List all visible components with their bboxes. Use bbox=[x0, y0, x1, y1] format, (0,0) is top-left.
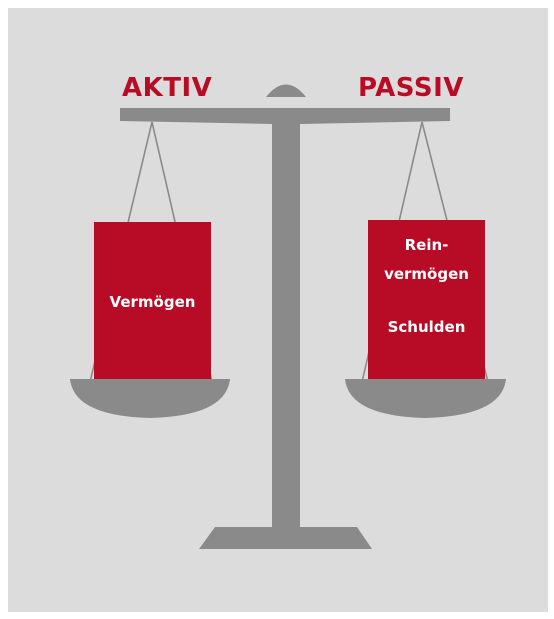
reinvermoegen-line2: vermögen bbox=[384, 265, 469, 283]
scale-base bbox=[199, 527, 372, 549]
right-pan bbox=[345, 379, 506, 418]
left-pan bbox=[70, 379, 230, 418]
scale-beam bbox=[120, 108, 450, 124]
reinvermoegen-line1: Rein- bbox=[404, 236, 449, 254]
left-box-vermoegen bbox=[94, 222, 211, 380]
vermoegen-text: Vermögen bbox=[109, 293, 196, 311]
aktiv-label: AKTIV bbox=[122, 73, 213, 103]
scale-pole bbox=[272, 118, 300, 528]
schulden-text: Schulden bbox=[387, 318, 466, 336]
right-box-passiv bbox=[368, 220, 485, 380]
scale-knob bbox=[266, 84, 306, 97]
passiv-label: PASSIV bbox=[358, 73, 464, 103]
